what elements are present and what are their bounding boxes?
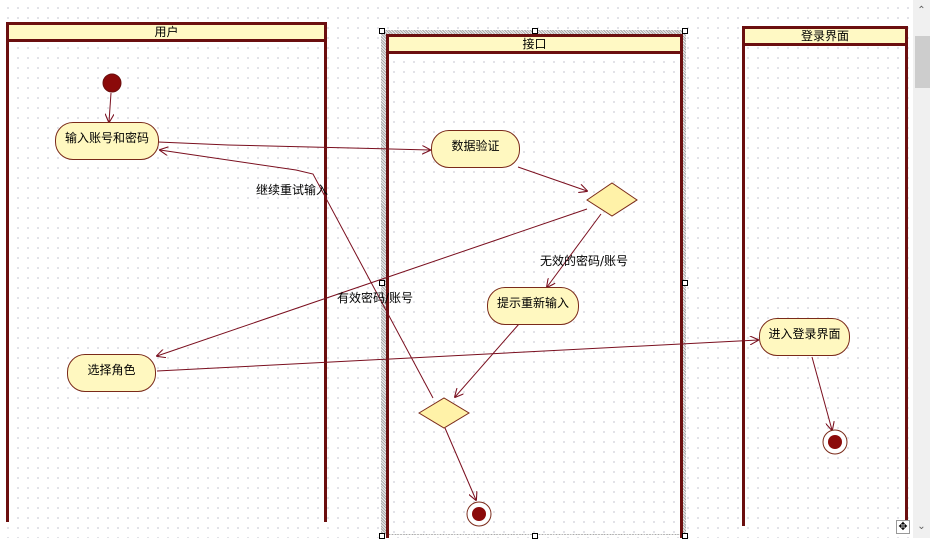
swimlane-login[interactable]: 登录界面	[742, 26, 908, 526]
resize-handle-ml[interactable]	[379, 280, 385, 286]
activity-enter-login[interactable]: 进入登录界面	[759, 318, 850, 356]
decision-node-merge	[418, 397, 470, 429]
scroll-down-icon[interactable]: ⌄	[917, 521, 926, 532]
activity-select-role[interactable]: 选择角色	[67, 354, 156, 392]
resize-handle-tm[interactable]	[532, 28, 538, 34]
edges-layer	[102, 73, 848, 527]
activity-input-credentials[interactable]: 输入账号和密码	[55, 122, 159, 160]
swimlane-header-interface[interactable]: 接口	[386, 34, 683, 54]
edge-label-valid[interactable]: 有效密码/账号	[337, 291, 414, 305]
swimlane-header-user[interactable]: 用户	[6, 22, 327, 42]
vertical-scrollbar[interactable]: ⌃ ⌄	[913, 0, 930, 538]
swimlane-user[interactable]: 用户	[6, 22, 327, 522]
initial-node	[102, 73, 122, 93]
scroll-up-icon[interactable]: ⌃	[917, 5, 926, 16]
edge-label-invalid[interactable]: 无效的密码/账号	[540, 254, 629, 268]
move-icon[interactable]: ✥	[896, 520, 910, 534]
resize-handle-tr[interactable]	[682, 28, 688, 34]
resize-handle-mr[interactable]	[682, 280, 688, 286]
activity-prompt-reinput[interactable]: 提示重新输入	[487, 287, 579, 325]
edge-label-retry[interactable]: 继续重试输入	[256, 183, 329, 197]
activity-data-validation[interactable]: 数据验证	[431, 130, 520, 168]
swimlane-header-login[interactable]: 登录界面	[742, 26, 908, 46]
decision-node-validate	[586, 182, 638, 217]
swimlane-interface[interactable]: 接口	[386, 34, 683, 538]
resize-handle-tl[interactable]	[379, 28, 385, 34]
scroll-thumb[interactable]	[915, 36, 930, 88]
